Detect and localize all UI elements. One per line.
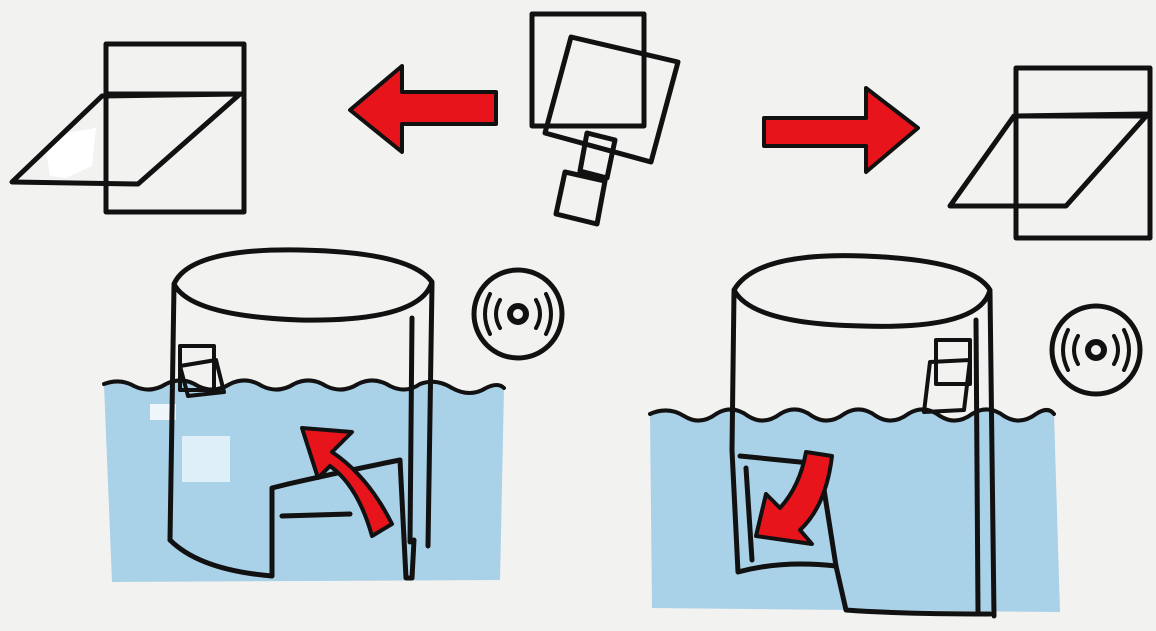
right-water xyxy=(650,410,1060,612)
right-cylinder-left-side xyxy=(732,292,734,450)
left-cylinder-inner-side xyxy=(410,318,412,542)
left-water-foam-1 xyxy=(182,436,230,482)
left-cylinder-opening-line xyxy=(282,514,350,516)
right-cylinder-inner-side xyxy=(976,320,978,612)
